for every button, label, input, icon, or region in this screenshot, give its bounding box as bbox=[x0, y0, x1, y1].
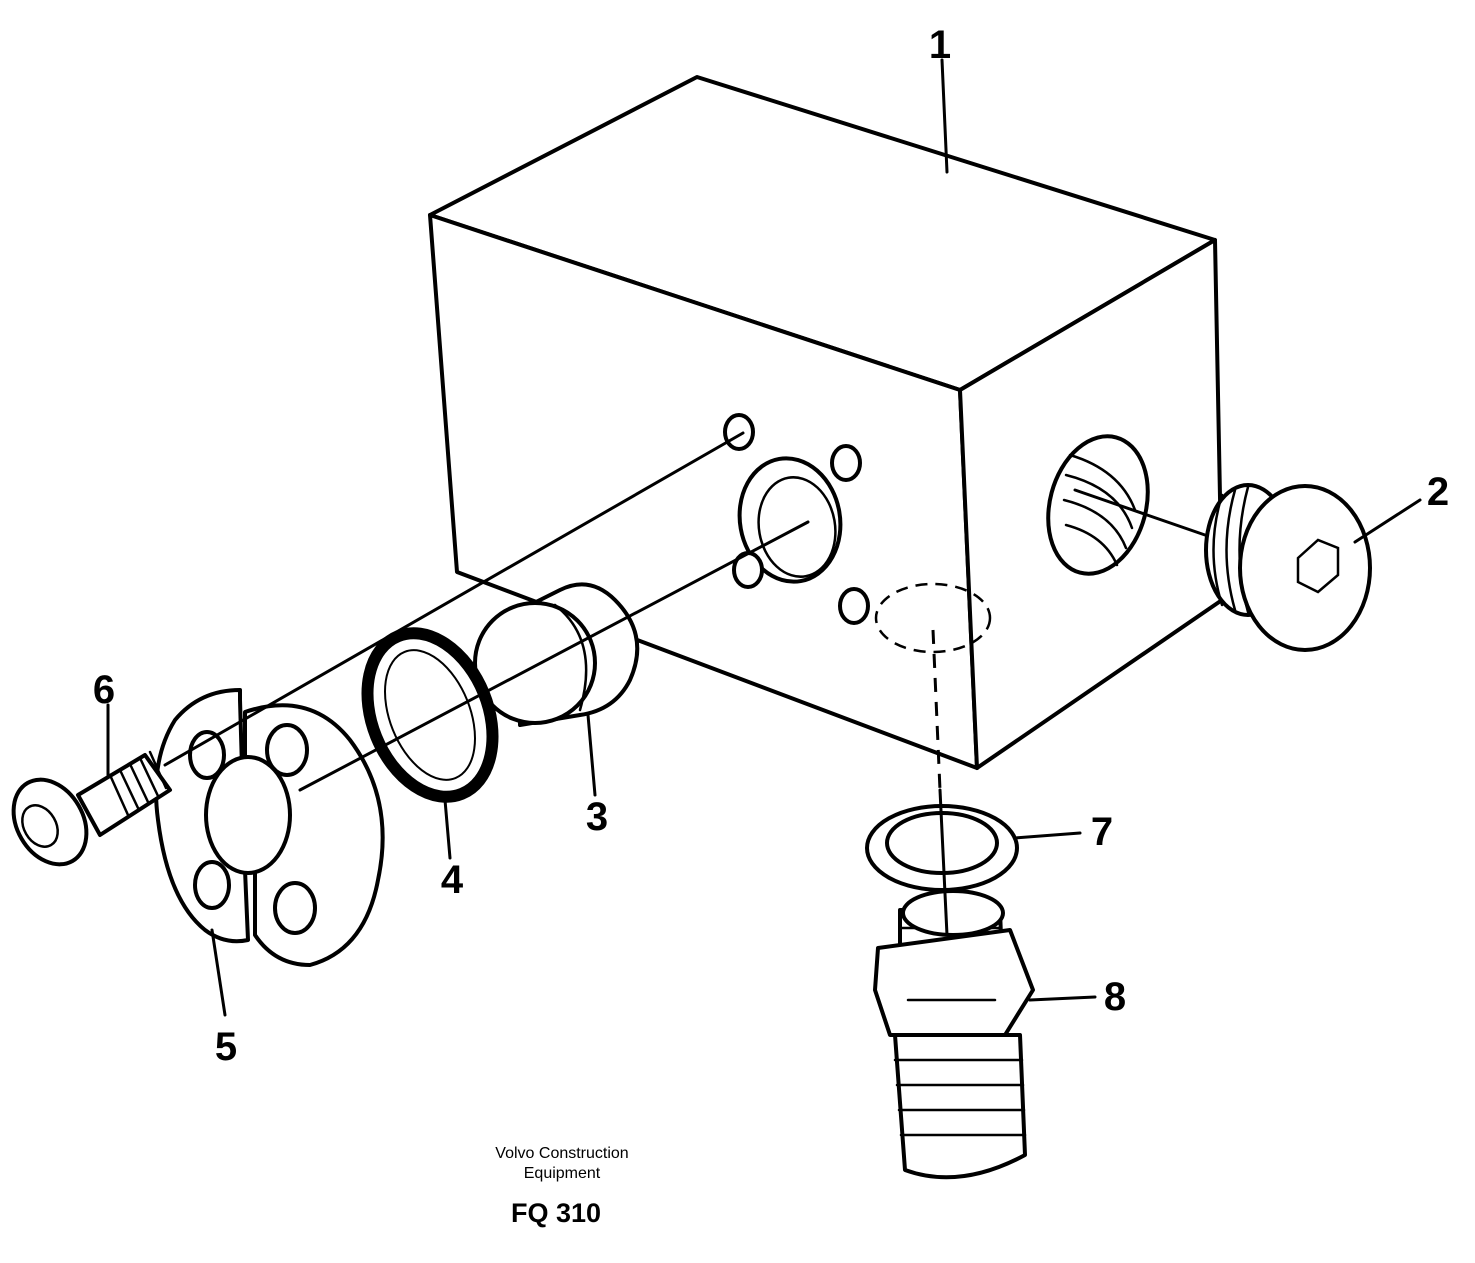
part-3-seal-cap bbox=[473, 582, 640, 727]
callout-4: 4 bbox=[441, 858, 464, 902]
callout-2: 2 bbox=[1427, 470, 1449, 514]
part-5-split-flange bbox=[154, 688, 385, 967]
bottom-port-hidden bbox=[874, 582, 992, 654]
leader-lines bbox=[106, 58, 1422, 1017]
nipple-barb bbox=[893, 1033, 1027, 1180]
caption-line-2: Equipment bbox=[524, 1165, 601, 1182]
flange-hole-2 bbox=[188, 730, 226, 780]
flange-hole-1 bbox=[265, 723, 309, 777]
callout-3: 3 bbox=[586, 795, 608, 839]
callout-6: 6 bbox=[93, 668, 115, 712]
callout-8: 8 bbox=[1104, 975, 1126, 1019]
hex-socket-icon bbox=[1296, 538, 1340, 594]
callout-7: 7 bbox=[1091, 810, 1113, 854]
screw-socket-icon bbox=[21, 804, 59, 848]
callouts: 1 2 3 4 5 6 7 8 bbox=[93, 23, 1449, 1069]
part-2-plug bbox=[1204, 483, 1372, 652]
part-8-hose-nipple bbox=[873, 889, 1035, 1180]
plug-head bbox=[1238, 484, 1372, 652]
callout-1: 1 bbox=[929, 23, 951, 67]
nipple-top bbox=[901, 889, 1005, 937]
assembly-lines bbox=[163, 431, 1207, 937]
figure-code: FQ 310 bbox=[511, 1198, 601, 1228]
caption: Volvo Construction Equipment FQ 310 bbox=[495, 1145, 628, 1228]
seal-cap-face bbox=[473, 601, 597, 725]
bolt-hole-bottom-right bbox=[838, 587, 870, 625]
caption-line-1: Volvo Construction bbox=[495, 1145, 628, 1162]
callout-5: 5 bbox=[215, 1025, 237, 1069]
part-1-valve-block bbox=[428, 75, 1224, 770]
screw-head bbox=[11, 777, 89, 867]
flange-hole-3 bbox=[193, 860, 231, 910]
flange-hole-4 bbox=[273, 881, 317, 935]
part-6-cap-screw bbox=[11, 750, 172, 867]
bolt-hole-top-left bbox=[723, 413, 755, 451]
flange-bore bbox=[204, 755, 292, 875]
nipple-hex bbox=[873, 928, 1035, 1037]
bolt-hole-top-right bbox=[830, 444, 862, 482]
